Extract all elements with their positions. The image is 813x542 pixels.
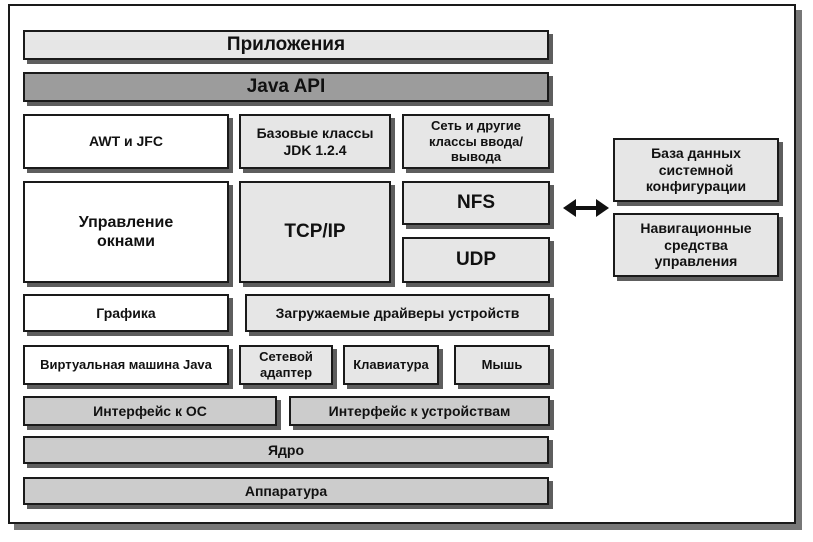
layer-java-api-label: Java API [246,75,326,97]
layer-awt-jfc-label: AWT и JFC [89,133,163,150]
layer-nfs-label: NFS [457,191,495,213]
layer-device-interface: Интерфейс к устройствам [289,396,550,426]
layer-network-io-label: Сеть и другие классы ввода/вывода [428,118,523,165]
layer-kernel: Ядро [23,436,549,464]
layer-jvm: Виртуальная машина Java [23,345,229,385]
layer-jvm-label: Виртуальная машина Java [40,357,212,373]
config-database-box: База данных системной конфигурации [613,138,779,202]
layer-applications: Приложения [23,30,549,60]
layer-mouse: Мышь [454,345,550,385]
layer-graphics-label: Графика [96,304,156,321]
config-database-label: База данных системной конфигурации [645,144,747,195]
layer-window-management: Управление окнами [23,181,229,283]
layer-java-api: Java API [23,72,549,102]
double-arrow-icon [563,199,609,217]
layer-udp: UDP [402,237,550,283]
layer-os-interface-label: Интерфейс к ОС [93,402,207,419]
layer-hardware-label: Аппаратура [244,482,328,499]
layer-network-io: Сеть и другие классы ввода/вывода [402,114,550,169]
layer-loadable-drivers: Загружаемые драйверы устройств [245,294,550,332]
layer-window-management-label: Управление окнами [78,213,174,250]
layer-applications-label: Приложения [226,33,346,55]
layer-device-interface-label: Интерфейс к устройствам [328,402,511,419]
layer-mouse-label: Мышь [481,357,523,373]
layer-awt-jfc: AWT и JFC [23,114,229,169]
layer-network-adapter-label: Сетевой адаптер [259,349,313,380]
layer-loadable-drivers-label: Загружаемые драйверы устройств [275,304,520,321]
layer-base-classes-label: Базовые классы JDK 1.2.4 [256,124,374,158]
layer-keyboard-label: Клавиатура [353,357,429,373]
layer-os-interface: Интерфейс к ОС [23,396,277,426]
layer-keyboard: Клавиатура [343,345,439,385]
layer-nfs: NFS [402,181,550,225]
layer-hardware: Аппаратура [23,477,549,505]
layer-graphics: Графика [23,294,229,332]
layer-tcp-ip-label: TCP/IP [284,220,346,242]
layer-network-adapter: Сетевой адаптер [239,345,333,385]
layer-udp-label: UDP [455,248,497,270]
navigation-tools-label: Навигационные средства управления [640,219,752,270]
navigation-tools-box: Навигационные средства управления [613,213,779,277]
layer-base-classes: Базовые классы JDK 1.2.4 [239,114,391,169]
layer-tcp-ip: TCP/IP [239,181,391,283]
layer-kernel-label: Ядро [267,441,305,458]
